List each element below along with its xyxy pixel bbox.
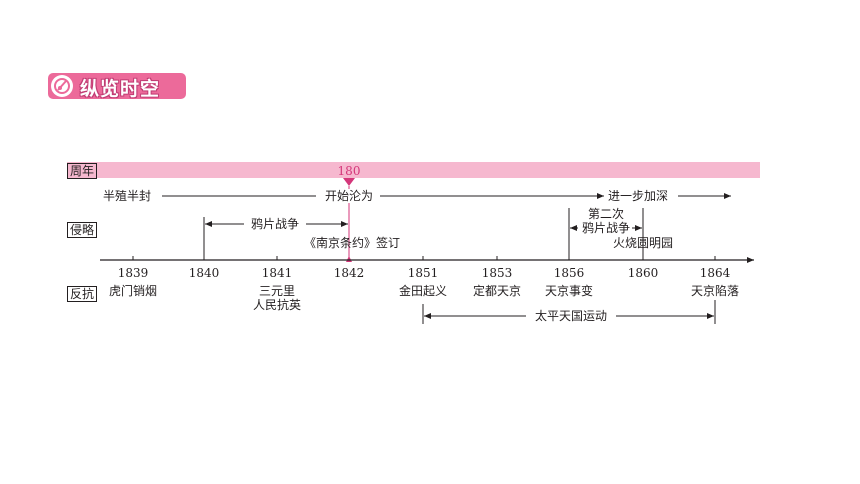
marker-triangle — [343, 178, 355, 186]
event-tianjing-incident: 天京事变 — [544, 284, 594, 298]
year-1860: 1860 — [627, 266, 659, 280]
year-1851: 1851 — [407, 266, 439, 280]
event-jintian-uprising: 金田起义 — [398, 284, 448, 298]
event-taiping-movement: 太平天国运动 — [534, 309, 608, 323]
event-tianjing-capital: 定都天京 — [472, 284, 522, 298]
year-1856: 1856 — [553, 266, 585, 280]
anniversary-value: 180 — [337, 164, 361, 178]
event-opium-war-2-line2: 鸦片战争 — [581, 221, 631, 235]
status-semi-colonial: 半殖半封 — [103, 189, 152, 203]
axis-ticks — [132, 256, 716, 260]
label-invasion: 侵略 — [67, 222, 98, 238]
year-1853: 1853 — [481, 266, 513, 280]
badge-icon — [51, 75, 73, 97]
event-tianjing-fall: 天京陷落 — [690, 284, 740, 298]
year-1839: 1839 — [117, 266, 149, 280]
year-1840: 1840 — [188, 266, 220, 280]
event-humen: 虎门销烟 — [108, 284, 158, 298]
label-anniversary: 周年 — [67, 163, 98, 179]
status-deepens: 进一步加深 — [608, 189, 669, 203]
status-begins: 开始沦为 — [323, 189, 375, 203]
event-opium-war-1: 鸦片战争 — [250, 217, 300, 231]
year-1842: 1842 — [333, 266, 365, 280]
year-1864: 1864 — [699, 266, 731, 280]
label-resistance: 反抗 — [67, 286, 98, 302]
event-burning-yuanmingyuan: 火烧圆明园 — [612, 236, 674, 250]
year-1841: 1841 — [261, 266, 293, 280]
anniversary-band — [67, 162, 760, 178]
event-nanjing-treaty: 《南京条约》签订 — [303, 236, 401, 250]
section-badge: 纵览时空 — [48, 73, 186, 100]
event-sanyuanli-line1: 三元里 — [258, 284, 296, 298]
section-title: 纵览时空 — [80, 78, 161, 100]
marker-tick — [346, 256, 352, 262]
event-opium-war-2-line1: 第二次 — [587, 207, 625, 221]
event-sanyuanli-line2: 人民抗英 — [252, 298, 302, 312]
